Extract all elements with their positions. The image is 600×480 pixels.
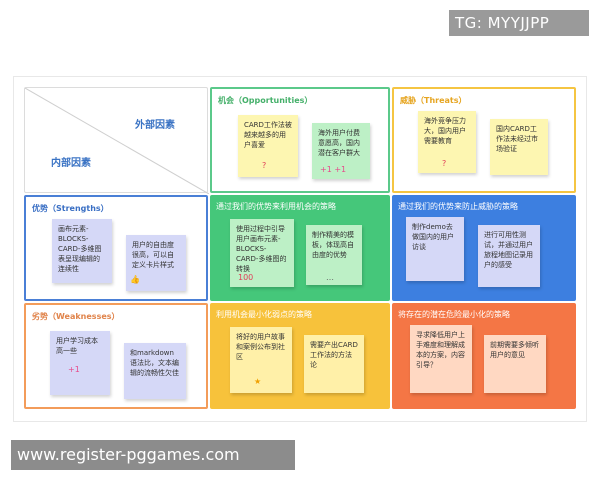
thumbs-up-icon: 👍 — [130, 275, 140, 284]
note-text: 进行可用性测试，并通过用户旅程地图记录用户的感受 — [484, 231, 533, 269]
plus-one-icon: +1 — [68, 365, 80, 374]
so-strategy-title: 通过我们的优势来利用机会的策略 — [216, 202, 336, 211]
wo-strategy-cell: 利用机会最小化弱点的策略 将好的用户故事和案例公布到社区 ★ 需要产出CARD工… — [210, 303, 390, 409]
st-strategy-title: 通过我们的优势来防止威胁的策略 — [398, 202, 518, 211]
so-strategy-cell: 通过我们的优势来利用机会的策略 使用过程中引导用户画布元素-BLOCKS-CAR… — [210, 195, 390, 301]
swot-board: 外部因素 内部因素 机会（Opportunities） CARD工作法被越来越多… — [13, 76, 587, 422]
hundred-icon: 100 — [238, 273, 254, 282]
note-text: 画布元素-BLOCKS-CARD-多维图表呈现编辑的连续性 — [58, 225, 102, 273]
sticky-note-wt2[interactable]: 前期需要多倾听用户的意见 — [484, 335, 546, 393]
note-text: 寻求降低用户上手难度和理解成本的方案，内容引导？ — [416, 331, 465, 369]
note-text: 制作精美的模板，体现高自由度的优势 — [312, 231, 354, 259]
sticky-note-str2[interactable]: 用户的自由度很高，可以自定义卡片样式 👍 — [126, 235, 186, 291]
sticky-note-wk2[interactable]: 和markdown语法比，文本编辑的流畅性欠佳 — [124, 343, 186, 399]
watermark-bottom: www.register-pggames.com — [11, 440, 295, 470]
sticky-note-wo1[interactable]: 将好的用户故事和案例公布到社区 ★ — [230, 327, 292, 393]
sparkle-icon: … — [326, 273, 334, 282]
opportunities-cell: 机会（Opportunities） CARD工作法被越来越多的用户喜爱 ? 海外… — [210, 87, 390, 193]
sticky-note-wo2[interactable]: 需要产出CARD工作法的方法论 — [304, 335, 364, 393]
weaknesses-cell: 劣势（Weaknesses） 用户学习成本高一些 +1 和markdown语法比… — [24, 303, 208, 409]
sticky-note-thr1[interactable]: 海外竞争压力大，国内用户需要教育 ? — [418, 111, 476, 173]
diagonal-line — [25, 88, 209, 194]
note-text: 国内CARD工作法未经过市场验证 — [496, 125, 538, 153]
note-text: 使用过程中引导用户画布元素-BLOCKS-CARD-多维图的转换 — [236, 225, 287, 273]
sticky-note-wt1[interactable]: 寻求降低用户上手难度和理解成本的方案，内容引导？ — [410, 325, 472, 393]
wt-strategy-title: 将存在的潜在危险最小化的策略 — [398, 310, 510, 319]
note-text: 用户的自由度很高，可以自定义卡片样式 — [132, 241, 174, 269]
note-text: 海外竞争压力大，国内用户需要教育 — [424, 117, 466, 145]
sticky-note-st2[interactable]: 进行可用性测试，并通过用户旅程地图记录用户的感受 — [478, 225, 540, 287]
strengths-title: 优势（Strengths） — [32, 204, 109, 213]
note-text: 将好的用户故事和案例公布到社区 — [236, 333, 285, 361]
internal-factors-label: 内部因素 — [51, 158, 91, 169]
external-factors-label: 外部因素 — [135, 120, 175, 131]
question-icon: ? — [262, 161, 267, 170]
question-icon: ? — [442, 159, 447, 168]
opportunities-title: 机会（Opportunities） — [218, 96, 313, 105]
sticky-note-so1[interactable]: 使用过程中引导用户画布元素-BLOCKS-CARD-多维图的转换 100 — [230, 219, 294, 287]
wo-strategy-title: 利用机会最小化弱点的策略 — [216, 310, 312, 319]
sticky-note-opp2[interactable]: 海外用户付费意愿高，国内潜在客户群大 +1 +1 — [312, 123, 370, 179]
note-text: 海外用户付费意愿高，国内潜在客户群大 — [318, 129, 360, 157]
sticky-note-so2[interactable]: 制作精美的模板，体现高自由度的优势 … — [306, 225, 362, 285]
weaknesses-title: 劣势（Weaknesses） — [32, 312, 120, 321]
sticky-note-st1[interactable]: 制作demo去做国内的用户访谈 — [406, 217, 464, 281]
st-strategy-cell: 通过我们的优势来防止威胁的策略 制作demo去做国内的用户访谈 进行可用性测试，… — [392, 195, 576, 301]
corner-cell: 外部因素 内部因素 — [24, 87, 209, 194]
note-text: 制作demo去做国内的用户访谈 — [412, 223, 454, 251]
note-text: 用户学习成本高一些 — [56, 337, 98, 355]
note-text: 前期需要多倾听用户的意见 — [490, 341, 539, 359]
threats-cell: 威胁（Threats） 海外竞争压力大，国内用户需要教育 ? 国内CARD工作法… — [392, 87, 576, 193]
sticky-note-thr2[interactable]: 国内CARD工作法未经过市场验证 — [490, 119, 548, 175]
plus-one-icon: +1 +1 — [320, 165, 347, 174]
note-text: 和markdown语法比，文本编辑的流畅性欠佳 — [130, 349, 179, 377]
wt-strategy-cell: 将存在的潜在危险最小化的策略 寻求降低用户上手难度和理解成本的方案，内容引导？ … — [392, 303, 576, 409]
threats-title: 威胁（Threats） — [400, 96, 467, 105]
sticky-note-opp1[interactable]: CARD工作法被越来越多的用户喜爱 ? — [238, 115, 298, 177]
note-text: CARD工作法被越来越多的用户喜爱 — [244, 121, 292, 149]
sticky-note-str1[interactable]: 画布元素-BLOCKS-CARD-多维图表呈现编辑的连续性 — [52, 219, 112, 283]
note-text: 需要产出CARD工作法的方法论 — [310, 341, 358, 369]
watermark-top: TG: MYYJJPP — [449, 10, 589, 36]
star-icon: ★ — [254, 377, 262, 386]
strengths-cell: 优势（Strengths） 画布元素-BLOCKS-CARD-多维图表呈现编辑的… — [24, 195, 208, 301]
sticky-note-wk1[interactable]: 用户学习成本高一些 +1 — [50, 331, 110, 395]
